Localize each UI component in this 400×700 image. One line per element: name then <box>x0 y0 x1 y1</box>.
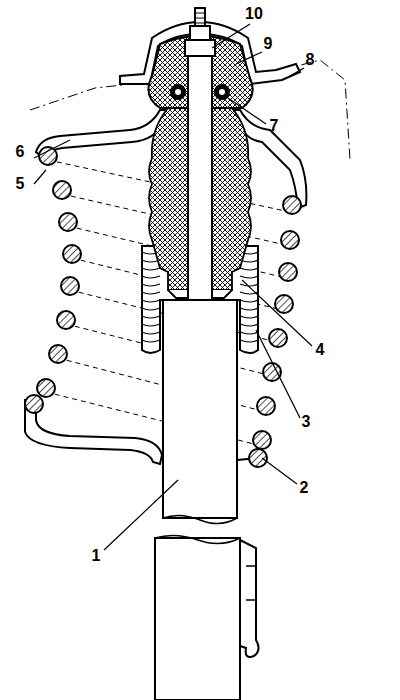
bearing-ball <box>171 85 185 99</box>
lower-seat <box>25 400 258 464</box>
callout-number: 5 <box>16 176 25 192</box>
bearing-ball <box>215 85 229 99</box>
shock-lower-tube <box>155 538 240 700</box>
callout-number: 4 <box>316 342 325 358</box>
leader-line <box>236 52 262 64</box>
callout-number: 7 <box>270 118 279 134</box>
callout-number: 3 <box>302 414 311 430</box>
spring-coils <box>25 147 301 467</box>
coil-section <box>269 329 287 347</box>
coil-section <box>283 196 301 214</box>
leader-line <box>212 24 250 48</box>
mounting-bracket <box>240 540 259 657</box>
piston-rod-group <box>155 300 259 700</box>
leader-line <box>262 458 297 484</box>
callout-number: 10 <box>245 6 263 22</box>
leader-line <box>256 330 300 418</box>
coil-section <box>263 363 281 381</box>
washer <box>185 40 215 56</box>
coil-section <box>39 147 57 165</box>
coil-section <box>49 345 67 363</box>
coil-section <box>279 263 297 281</box>
body-line <box>282 60 350 160</box>
coil-section <box>63 245 81 263</box>
leader-line <box>34 140 70 158</box>
coil-section <box>253 431 271 449</box>
leader-line <box>228 98 266 124</box>
coil-section <box>53 181 71 199</box>
piston-rod <box>185 8 215 300</box>
leader-line <box>104 480 178 550</box>
coil-section <box>25 395 43 413</box>
stud <box>195 8 205 26</box>
body-line <box>30 82 150 110</box>
shock-body <box>163 300 237 518</box>
callout-number: 9 <box>264 36 273 52</box>
coil-section <box>257 397 275 415</box>
coil-section <box>37 379 55 397</box>
coil-section <box>281 231 299 249</box>
callout-number: 8 <box>306 52 315 68</box>
leader-lines <box>34 24 312 550</box>
coil-section <box>57 311 75 329</box>
leader-line <box>290 68 304 76</box>
break-line <box>155 515 240 543</box>
coil-section <box>275 295 293 313</box>
leader-line <box>34 170 46 184</box>
callout-number: 6 <box>16 144 25 160</box>
nut <box>190 26 210 40</box>
coil-section <box>249 449 267 467</box>
bracket-detail <box>246 566 256 600</box>
callout-number: 1 <box>92 548 101 564</box>
bearing-ball-hl <box>175 89 181 95</box>
coil-section <box>61 277 79 295</box>
coil-section <box>59 213 77 231</box>
callout-number: 2 <box>300 480 309 496</box>
thread <box>195 13 205 23</box>
leader-line <box>242 280 312 346</box>
rod <box>188 52 212 300</box>
bearing-ball-hl <box>219 89 225 95</box>
lower-spring-seat <box>25 400 162 464</box>
